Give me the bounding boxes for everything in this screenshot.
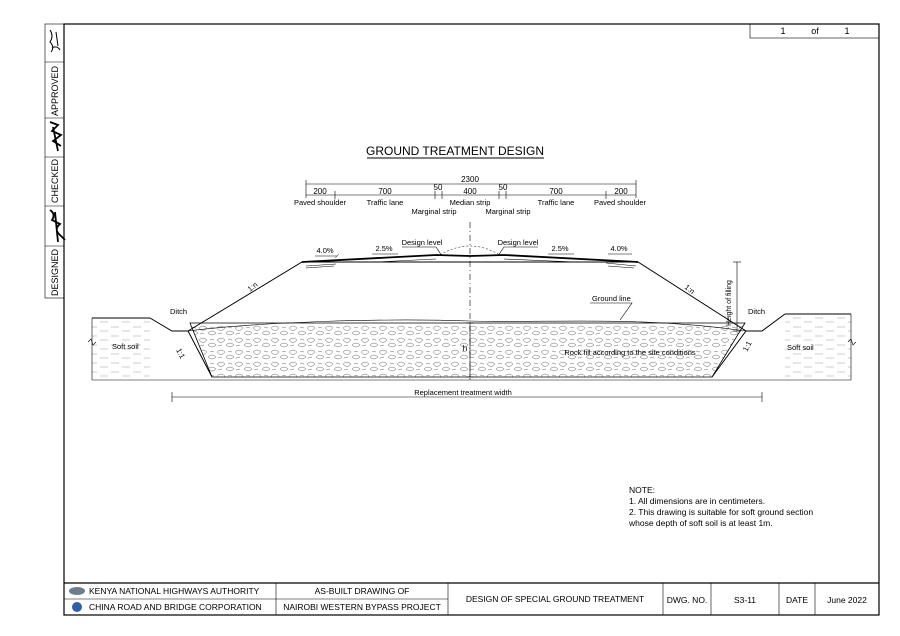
slope-lane-right: 2.5% <box>551 244 568 253</box>
dim-marginal-left: 50 <box>434 183 443 192</box>
shoulder-layers <box>305 262 637 269</box>
ditch-right-label: Ditch <box>748 307 765 316</box>
depth-symbol-h: h <box>463 344 467 353</box>
slope-embankment-left: 1:n <box>246 280 260 294</box>
break-symbol-right <box>847 338 857 346</box>
ditch-right-profile <box>711 313 786 378</box>
replacement-width-dimension: Replacement treatment width <box>171 388 763 402</box>
page-counter: 1 of 1 <box>749 23 880 39</box>
note-line-2: 2. This drawing is suitable for soft gro… <box>629 507 813 517</box>
designed-label: DESIGNED <box>50 248 60 296</box>
label-paved-shoulder-right: Paved shoulder <box>594 198 647 207</box>
slope-excavation-left: 1:1 <box>174 347 187 360</box>
dim-shoulder-left: 200 <box>313 187 327 196</box>
org-kenha: KENYA NATIONAL HIGHWAYS AUTHORITY <box>89 586 260 596</box>
dim-marginal-right: 50 <box>499 183 508 192</box>
rock-fill-label: Rock fill according to the site conditio… <box>564 348 696 357</box>
approved-label: APPROVED <box>50 65 60 116</box>
ground-line-leader <box>590 302 633 321</box>
notes-block: NOTE: 1. All dimensions are in centimete… <box>628 485 813 528</box>
title-block: KENYA NATIONAL HIGHWAYS AUTHORITY CHINA … <box>64 582 879 615</box>
page-number: 1 <box>780 26 785 36</box>
soft-soil-left-label: Soft soil <box>112 342 139 351</box>
replacement-width-label: Replacement treatment width <box>414 388 512 397</box>
median-crown <box>439 245 501 256</box>
dim-lane-left: 700 <box>378 187 392 196</box>
ground-strata <box>87 313 857 381</box>
dim-lane-right: 700 <box>549 187 563 196</box>
slope-lane-left: 2.5% <box>375 244 392 253</box>
note-line-1: 1. All dimensions are in centimeters. <box>629 496 765 506</box>
dim-total-2300: 2300 <box>461 175 479 184</box>
soft-soil-right-label: Soft soil <box>787 343 814 352</box>
slope-shoulder-left: 4.0% <box>316 246 333 255</box>
dim-shoulder-right: 200 <box>614 187 628 196</box>
height-of-filling-label: Height of filling <box>726 280 733 326</box>
label-marginal-strip-left: Marginal strip <box>411 207 456 216</box>
side-stamp-column: APPROVED CHECKED DESIGNED <box>44 23 66 299</box>
page-total: 1 <box>844 26 849 36</box>
designed-signature <box>49 209 66 243</box>
soft-soil-right-area <box>785 314 851 380</box>
break-symbol-left <box>87 338 97 346</box>
approved-signature <box>49 29 61 53</box>
slope-excavation-right: 1:1 <box>741 339 754 352</box>
date-label: DATE <box>786 595 808 605</box>
dwg-no-value: S3-11 <box>734 595 756 605</box>
soft-soil-left-area <box>92 318 150 380</box>
ground-line-label: Ground line <box>592 294 631 303</box>
note-heading: NOTE: <box>629 485 655 495</box>
pavement-surface <box>301 254 639 263</box>
sheet-border <box>63 23 880 616</box>
project-line-1: AS-BUILT DRAWING OF <box>315 586 410 596</box>
slope-embankment-right: 1:n <box>683 282 697 296</box>
date-value: June 2022 <box>827 595 867 605</box>
label-paved-shoulder-left: Paved shoulder <box>294 198 347 207</box>
slope-shoulder-right: 4.0% <box>610 244 627 253</box>
drawing-title: GROUND TREATMENT DESIGN <box>366 144 544 158</box>
dwg-no-label: DWG. NO. <box>667 595 708 605</box>
org-crbc: CHINA ROAD AND BRIDGE CORPORATION <box>89 602 262 612</box>
checked-label: CHECKED <box>50 158 60 203</box>
design-level-left: Design level <box>402 238 443 247</box>
label-traffic-lane-right: Traffic lane <box>538 198 575 207</box>
dim-median: 400 <box>463 187 477 196</box>
ditch-left-profile <box>149 317 213 378</box>
crbc-logo-icon <box>72 602 82 612</box>
lane-layers <box>375 258 577 263</box>
label-marginal-strip-right: Marginal strip <box>485 207 530 216</box>
embankment-profile <box>187 261 747 332</box>
checked-signature <box>49 121 63 152</box>
knha-logo-icon <box>69 587 85 595</box>
label-median-strip: Median strip <box>450 198 491 207</box>
ditch-left-label: Ditch <box>170 307 187 316</box>
note-line-3: whose depth of soft soil is at least 1m. <box>628 518 773 528</box>
project-line-2: NAIROBI WESTERN BYPASS PROJECT <box>283 602 441 612</box>
design-level-right: Design level <box>498 238 539 247</box>
ground-line-curve <box>187 319 747 332</box>
page-of-label: of <box>811 26 819 36</box>
sheet-drawing-title: DESIGN OF SPECIAL GROUND TREATMENT <box>466 594 644 604</box>
segment-dimension-chain: 200 700 50 400 50 700 200 Paved shoulder… <box>294 183 647 216</box>
label-traffic-lane-left: Traffic lane <box>367 198 404 207</box>
